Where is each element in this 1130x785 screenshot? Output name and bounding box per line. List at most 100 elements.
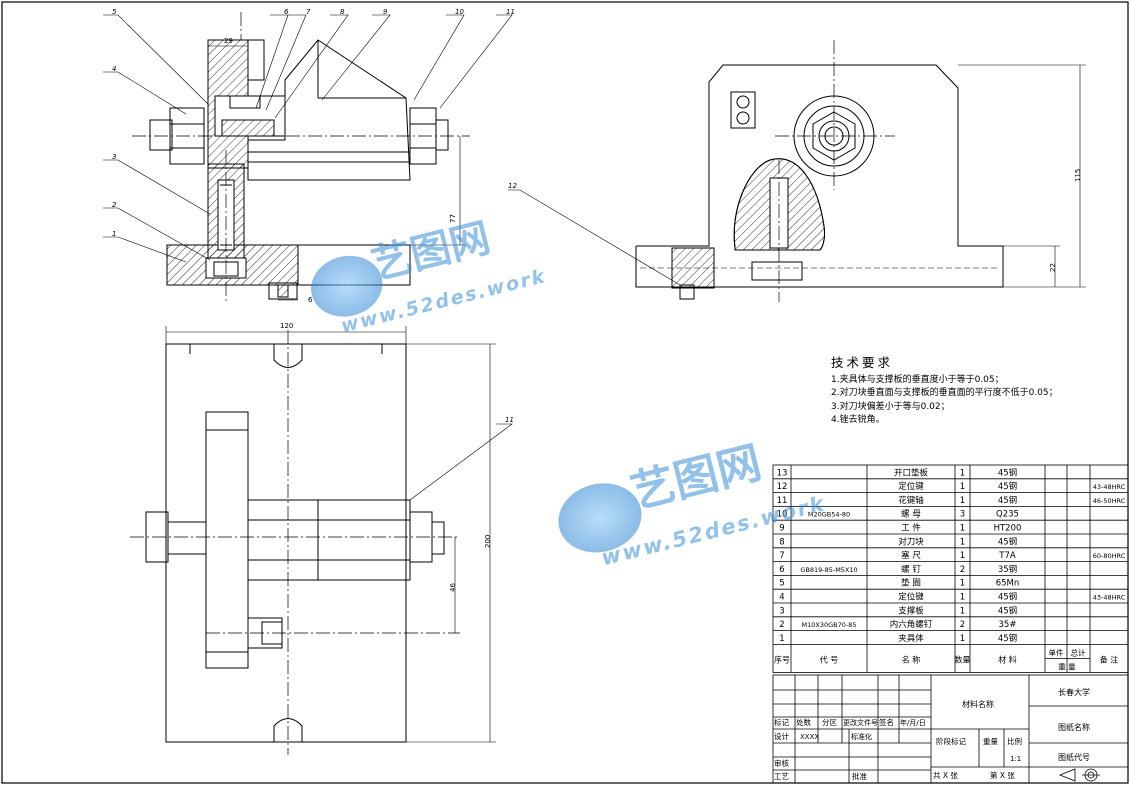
bom-header-name: 名 称 [902,654,921,664]
bom-cell-qty: 1 [960,551,965,561]
dim-115: 115 [1074,169,1082,182]
bom-cell-material: HT200 [994,524,1022,534]
bom-cell-name: 内六角螺钉 [890,619,933,630]
callout-6: 6 [284,8,289,16]
bom-cell-code: M10X30GB70-85 [802,621,857,629]
bom-cell-remark: 46-50HRC [1093,497,1126,505]
bom-header-unit: 单件 [1049,647,1065,657]
bom-cell-material: 35钢 [998,564,1017,575]
bom-header-weight: 重 量 [1058,662,1076,671]
callout-9: 9 [383,8,388,16]
watermark-brand-2: 艺图网 [626,437,766,518]
bom-cell-name: 定位键 [898,592,924,603]
bom-cell-material: 45钢 [998,481,1017,492]
bom-cell-qty: 1 [960,537,965,547]
bom-cell-no: 11 [777,496,788,506]
bom-cell-no: 13 [777,468,788,478]
bom-cell-material: T7A [998,551,1016,561]
material-name: 材料名称 [962,699,994,709]
school-name: 长春大学 [1058,687,1090,697]
bom-cell-qty: 3 [960,510,965,520]
bom-cell-remark: 60-80HRC [1093,552,1126,560]
front-view-dimension-labels: 29 77 6 [224,37,457,304]
bom-cell-remark: 43-48HRC [1093,483,1126,491]
watermark-globe-icon [311,255,383,317]
dim-200: 200 [484,535,492,548]
bom-cell-no: 7 [779,551,784,561]
bom-cell-no: 12 [777,482,788,492]
bom-header-remark: 备 注 [1100,654,1119,664]
bom-cell-code: M20GB54-80 [808,511,850,519]
bom-cell-qty: 1 [960,468,965,478]
callout-4: 4 [112,65,116,73]
callout-11: 11 [506,8,515,16]
tb-change-doc: 更改文件号 [843,718,878,727]
bom-cell-material: 45钢 [998,495,1017,506]
callout-10: 10 [455,8,464,16]
tb-design: 设计 [774,731,789,741]
callout-8: 8 [340,8,345,16]
tb-standard: 标准化 [851,732,872,741]
side-view-labels: 115 22 12 [508,169,1082,272]
callout-5: 5 [112,8,117,16]
bom-cell-name: 对刀块 [898,536,924,547]
bom-cell-material: 45钢 [998,605,1017,616]
tb-zone: 分区 [822,718,837,727]
bom-cell-qty: 2 [960,620,965,630]
bom-cell-name: 定位键 [898,481,924,492]
tb-review: 审核 [774,758,789,768]
tb-scale-val: 1:1 [1010,755,1021,763]
bom-cell-qty: 2 [960,565,965,575]
bom-cell-material: Q235 [996,510,1019,520]
bom-cell-qty: 1 [960,482,965,492]
front-view-callouts: 5 6 7 8 9 10 11 4 3 2 1 [112,8,515,238]
bom-cell-material: 35# [999,620,1017,630]
bom-cell-material: 45钢 [998,633,1017,644]
callout-12: 12 [508,182,517,190]
bom-header-material: 材 料 [998,654,1017,664]
drawing-code: 图纸代号 [1058,752,1090,762]
tech-req-item: 2.对刀块垂直面与支撑板的垂直面的平行度不低于0.05； [831,388,1058,398]
front-view-leaders [103,14,513,263]
bom-cell-no: 9 [779,524,784,534]
callout-3: 3 [112,153,116,161]
tb-stage: 阶段标记 [936,736,966,746]
bom-cell-name: 垫 圈 [901,578,921,589]
bom-cell-name: 螺 母 [901,509,921,520]
bom-cell-name: 夹具体 [898,633,924,644]
dim-22: 22 [1049,263,1057,272]
top-view-labels: 120 200 46 11 [280,322,514,592]
tb-count: 处数 [796,717,811,727]
bom-cell-qty: 1 [960,496,965,506]
bom-cell-code: GB819-85-M5X10 [800,566,857,574]
watermark-2: 艺图网 www.52des.work [558,437,828,570]
dim-120: 120 [280,322,293,330]
bom-cell-name: 工 件 [901,523,921,534]
bom-cell-no: 4 [779,593,784,603]
tb-sheets-total: 共 X 张 [933,771,958,780]
callout-2: 2 [112,201,117,209]
bom-cell-material: 45钢 [998,592,1017,603]
tb-process: 工艺 [774,772,789,781]
bom-cell-qty: 1 [960,606,965,616]
tb-scale: 比例 [1007,736,1022,746]
title-block [772,674,1129,784]
tb-sign: 签名 [879,717,894,727]
bom-cell-no: 8 [779,537,784,547]
bom-cell-name: 支撑板 [898,605,924,616]
dim-29: 29 [224,37,233,45]
bom-cell-no: 2 [779,620,784,630]
title-block-text: 材料名称 长春大学 图纸名称 图纸代号 标记 处数 分区 更改文件号 签名 年/… [774,687,1090,781]
tb-sheet-no: 第 X 张 [990,770,1015,780]
watermark-globe-icon-2 [558,483,642,553]
top-view [130,326,513,755]
bom-header-qty: 数量 [955,654,971,664]
bom-cell-no: 10 [777,510,788,520]
callout-7: 7 [306,8,311,16]
bom-cell-remark: 43-48HRC [1093,594,1126,602]
bom-header-no: 序号 [774,654,790,664]
tb-design-val: XXXX [800,733,819,741]
